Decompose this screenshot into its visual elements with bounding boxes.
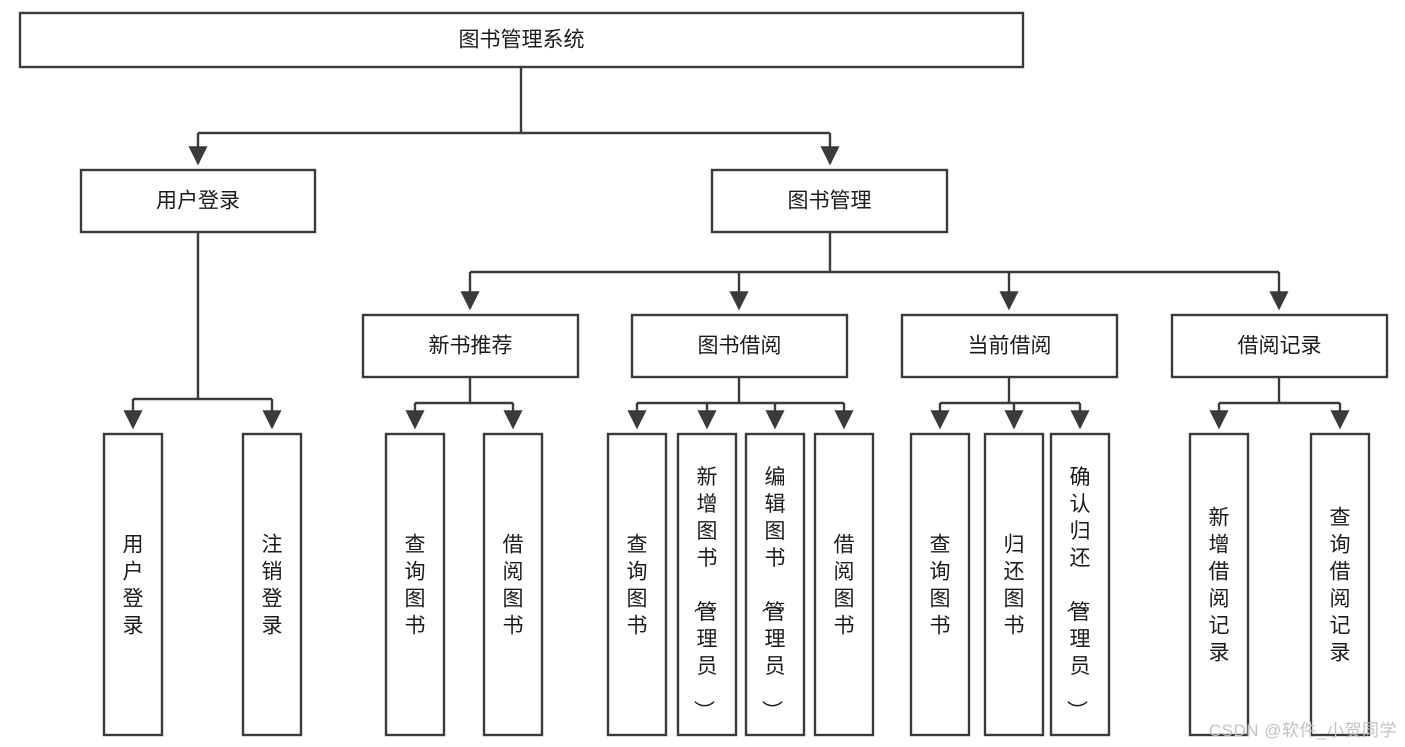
node-borrow-record-label: 借阅记录 [1238,335,1322,358]
node-borrow-record-box [1170,313,1389,379]
leaf-node-label: 新增借阅记录 [1209,507,1230,665]
node-book-management-label: 图书管理 [788,190,872,213]
leaf-node-box [384,432,446,737]
leaf-node-layer: 用户登录 注销登录 查询图书 借阅图书 查询图书 新增图书（管理员） 编辑图书（管理员） 借阅… [102,432,1371,737]
leaf-node[interactable]: 编辑图书（管理员） [744,432,806,737]
node-current-borrow[interactable]: 当前借阅 [900,313,1119,379]
leaf-node-label: 查询图书 [627,534,648,638]
leaf-node[interactable]: 新增借阅记录 [1188,432,1250,737]
leaf-node-box [1309,432,1371,737]
leaf-node[interactable]: 归还图书 [983,432,1045,737]
leaf-node-box [606,432,668,737]
leaf-node-label: 注销登录 [262,534,283,638]
leaf-node-label: 编辑图书（管理员） [760,466,786,721]
leaf-node-box [1188,432,1250,737]
leaf-node-label: 借阅图书 [834,534,855,638]
node-user-login-box [79,168,317,234]
leaf-node[interactable]: 查询图书 [606,432,668,737]
leaf-node-box [744,432,806,737]
leaf-node[interactable]: 查询借阅记录 [1309,432,1371,737]
leaf-node-label: 查询图书 [405,534,426,638]
csdn-watermark: CSDN @软件_小贺同学 [1208,721,1397,740]
leaf-node-label: 确认归还（管理员） [1065,466,1091,721]
leaf-node-box [241,432,303,737]
node-user-login-label: 用户登录 [156,190,240,213]
leaf-node[interactable]: 用户登录 [102,432,164,737]
leaf-node-box [1049,432,1111,737]
leaf-node-box [676,432,738,737]
node-current-borrow-box [900,313,1119,379]
node-user-login[interactable]: 用户登录 [79,168,317,234]
node-book-management[interactable]: 图书管理 [710,168,949,234]
leaf-node-box [909,432,971,737]
leaf-node-box [983,432,1045,737]
leaf-node[interactable]: 新增图书（管理员） [676,432,738,737]
node-root-box [18,11,1025,69]
node-book-borrow-box [630,313,849,379]
leaf-node-label: 归还图书 [1004,534,1025,638]
leaf-node-label: 新增图书（管理员） [692,466,718,721]
node-new-book-recommend-box [361,313,580,379]
node-new-book-recommend-label: 新书推荐 [429,335,513,358]
node-root-system[interactable]: 图书管理系统 [18,11,1025,69]
leaf-node-box [482,432,544,737]
node-new-book-recommend[interactable]: 新书推荐 [361,313,580,379]
leaf-node[interactable]: 借阅图书 [813,432,875,737]
node-book-borrow[interactable]: 图书借阅 [630,313,849,379]
leaf-node[interactable]: 查询图书 [384,432,446,737]
node-borrow-record[interactable]: 借阅记录 [1170,313,1389,379]
leaf-node[interactable]: 确认归还（管理员） [1049,432,1111,737]
node-book-borrow-label: 图书借阅 [698,335,782,358]
leaf-node-label: 查询借阅记录 [1330,507,1351,665]
leaf-node-label: 借阅图书 [503,534,524,638]
leaf-node[interactable]: 查询图书 [909,432,971,737]
leaf-node-label: 用户登录 [123,534,144,638]
leaf-node-label: 查询图书 [930,534,951,638]
node-book-management-box [710,168,949,234]
leaf-node[interactable]: 借阅图书 [482,432,544,737]
node-root-label: 图书管理系统 [459,29,585,52]
connector-layer [123,67,1350,430]
leaf-node-box [102,432,164,737]
leaf-node-box [813,432,875,737]
leaf-node[interactable]: 注销登录 [241,432,303,737]
node-current-borrow-label: 当前借阅 [968,335,1052,358]
